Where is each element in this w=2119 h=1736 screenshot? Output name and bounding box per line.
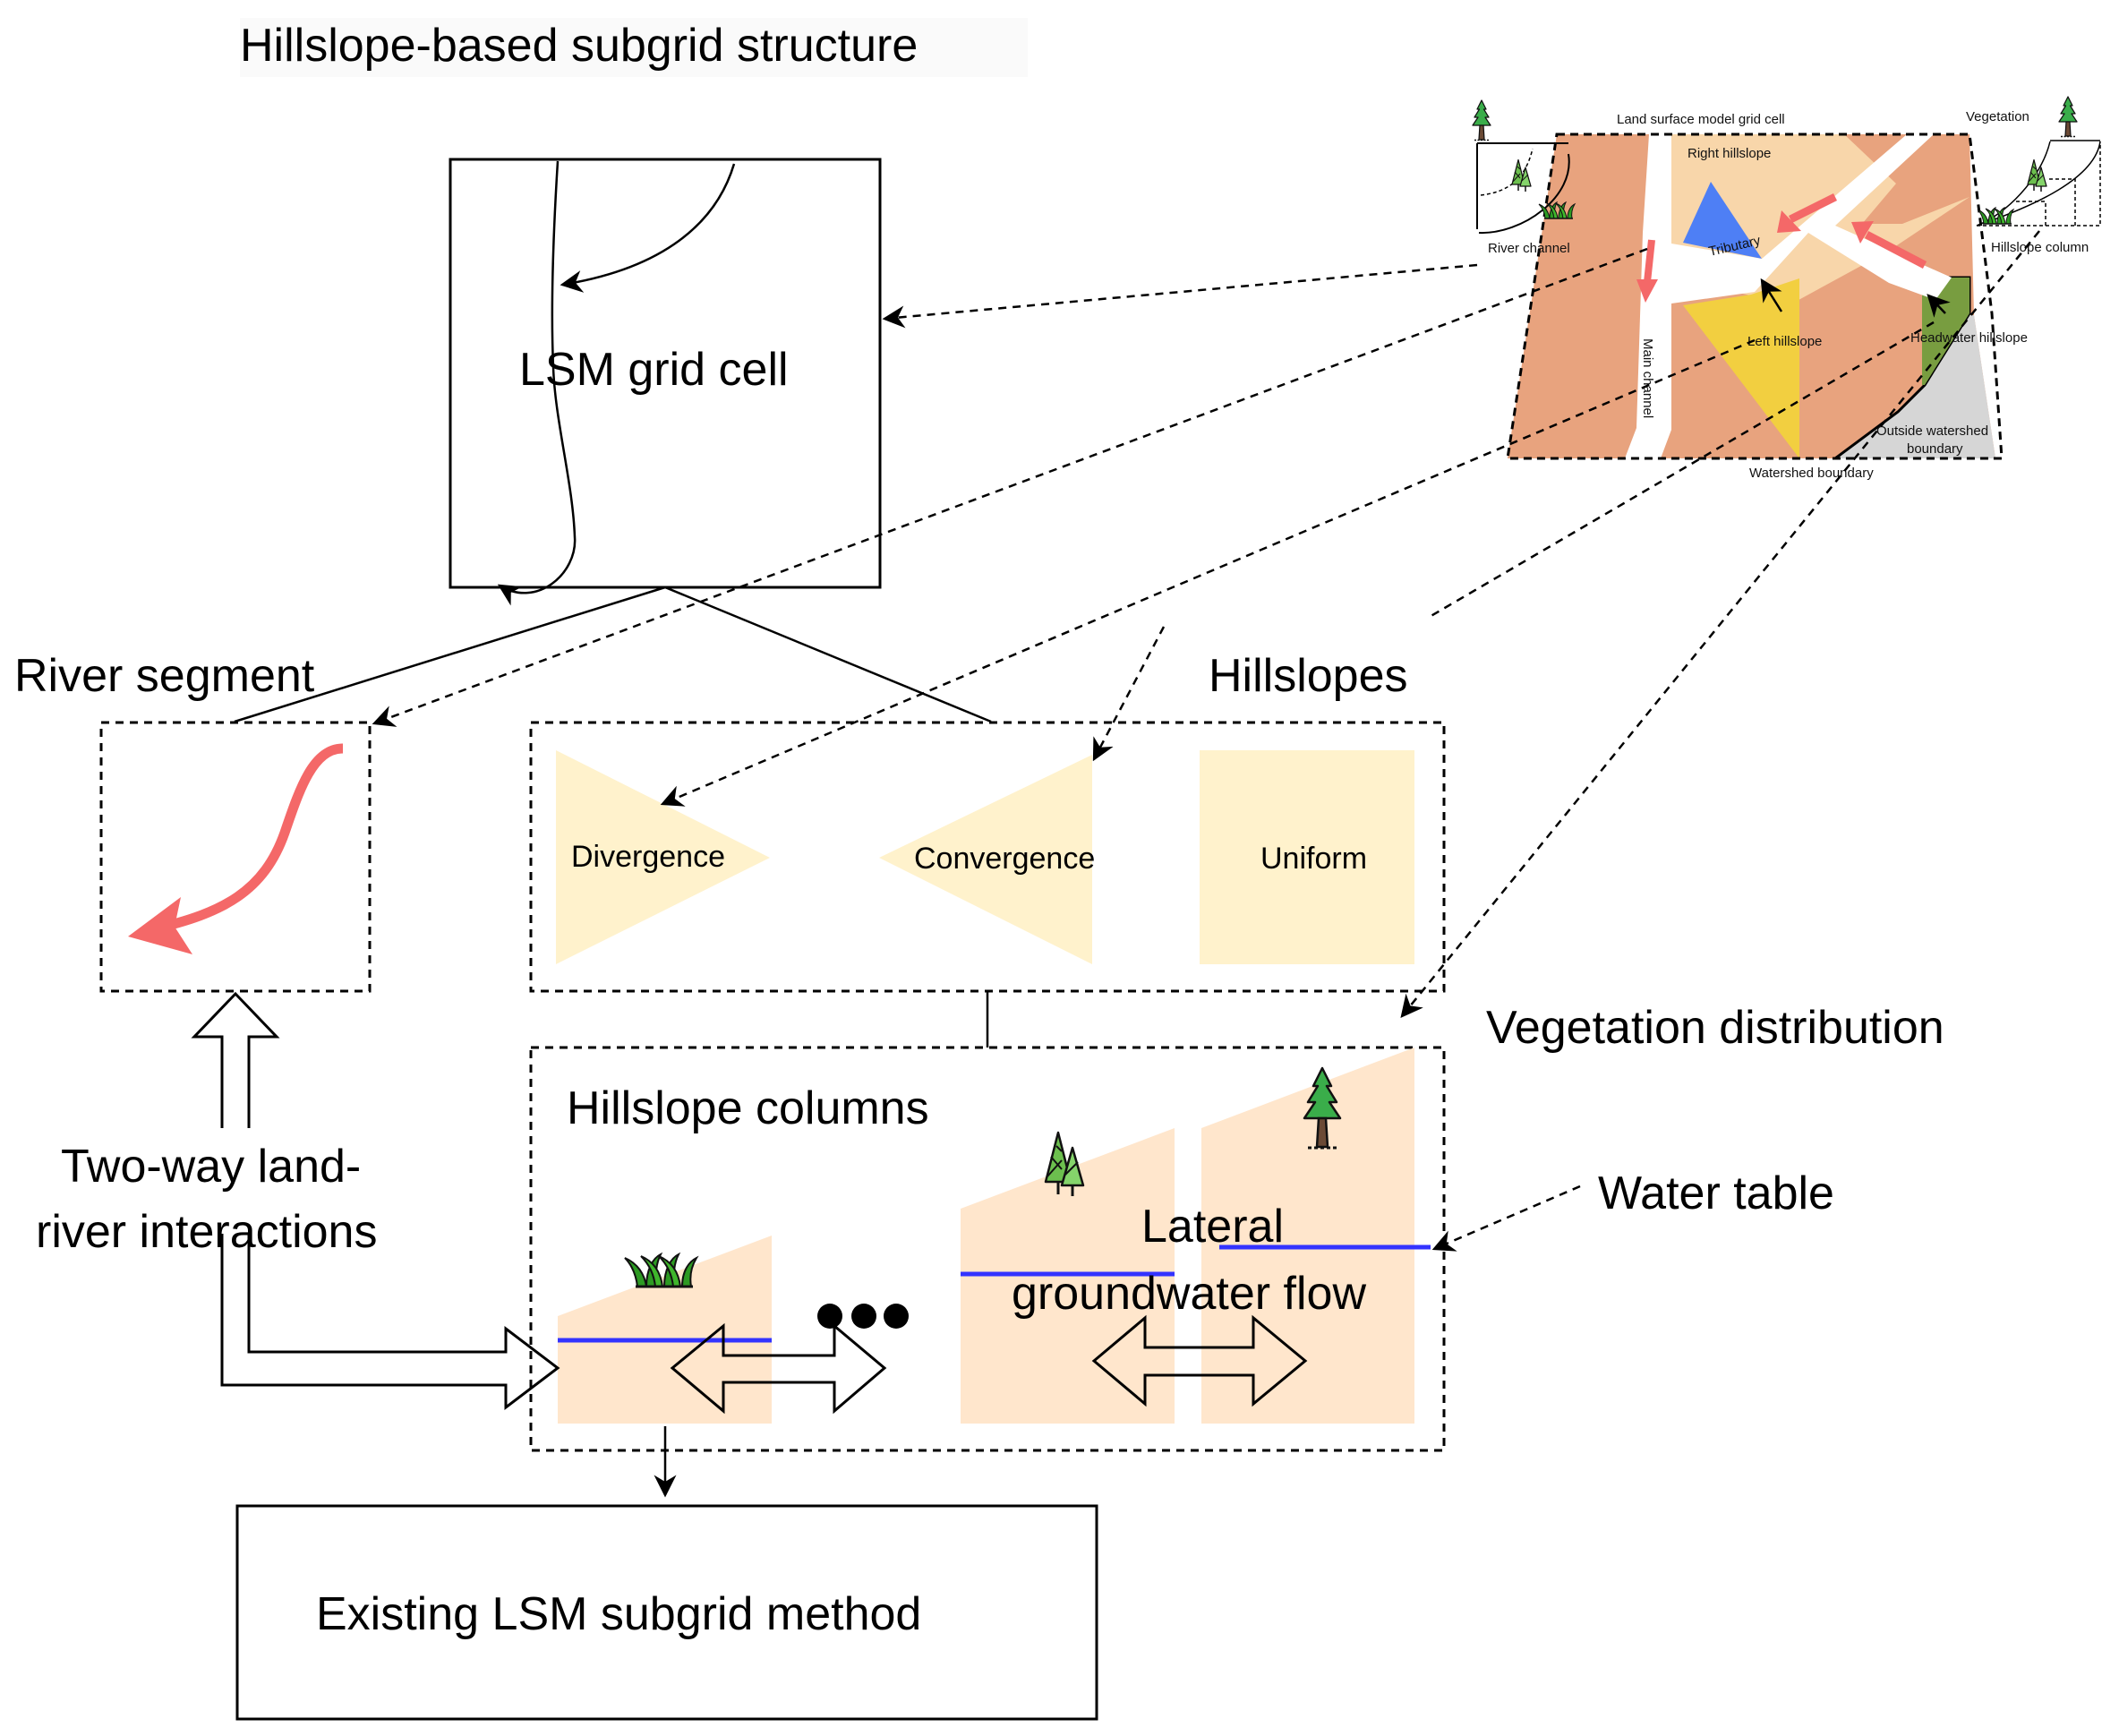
inset-left-hillslope-label: Left hillslope bbox=[1747, 334, 1822, 349]
lateral-flow-label-line2: groundwater flow bbox=[1012, 1268, 1366, 1320]
river-to-land-arrow bbox=[220, 1234, 560, 1411]
divergence-label: Divergence bbox=[571, 840, 725, 874]
deciduous-trees-icon bbox=[2027, 158, 2047, 192]
page-title: Hillslope-based subgrid structure bbox=[240, 20, 918, 72]
water-table-label: Water table bbox=[1598, 1167, 1834, 1219]
hillslope-column-mid[interactable] bbox=[961, 1128, 1175, 1424]
hillslopes-box[interactable]: Divergence Convergence Uniform bbox=[529, 721, 1446, 993]
lateral-flow-double-arrow bbox=[670, 1322, 887, 1415]
ellipsis-dots-icon bbox=[817, 1304, 909, 1329]
inset-outside-label-line1: Outside watershed bbox=[1876, 423, 1988, 439]
pointer-to-convergence bbox=[1092, 626, 1166, 762]
hillslope-columns-label: Hillslope columns bbox=[567, 1082, 929, 1134]
main-river-line bbox=[497, 160, 577, 606]
inset-grid-cell-label: Land surface model grid cell bbox=[1617, 112, 1785, 127]
inset-vegetation-label: Vegetation bbox=[1966, 109, 2029, 124]
lateral-flow-double-arrow bbox=[1091, 1314, 1308, 1407]
pointer-to-lsm-cell bbox=[882, 263, 1478, 329]
pine-tree-icon bbox=[1472, 99, 1491, 141]
existing-method-label: Existing LSM subgrid method bbox=[316, 1588, 921, 1640]
lateral-flow-label-line1: Lateral bbox=[1141, 1201, 1284, 1253]
grass-icon bbox=[623, 1253, 698, 1288]
pointer-to-river-segment bbox=[372, 247, 1648, 727]
tributary-channel bbox=[1671, 134, 1952, 304]
hillslope-column-low[interactable] bbox=[558, 1236, 772, 1424]
left-hillslope-area bbox=[1683, 278, 1799, 458]
inset-right-hillslope-label: Right hillslope bbox=[1688, 146, 1771, 161]
existing-lsm-subgrid-method-box[interactable]: Existing LSM subgrid method bbox=[235, 1504, 1098, 1721]
river-segment-box[interactable] bbox=[99, 721, 372, 993]
river-flow-path bbox=[150, 743, 344, 935]
inset-watershed-boundary-label: Watershed boundary bbox=[1749, 466, 1874, 481]
inset-headwater-label: Headwater hillslope bbox=[1910, 330, 2028, 346]
tributary-river-line bbox=[560, 163, 736, 293]
river-segment-label: River segment bbox=[14, 650, 315, 702]
connector-line bbox=[234, 586, 666, 723]
deciduous-trees-icon bbox=[1511, 158, 1532, 192]
inset-main-channel-label: Main channel bbox=[1640, 338, 1655, 418]
pointer-to-divergence bbox=[660, 338, 1756, 807]
lsm-grid-cell-label: LSM grid cell bbox=[519, 344, 789, 396]
right-hillslope-area bbox=[1683, 182, 1762, 259]
hillslopes-label: Hillslopes bbox=[1209, 650, 1408, 702]
vegetation-distribution-label: Vegetation distribution bbox=[1486, 1002, 1944, 1054]
lsm-grid-cell[interactable]: LSM grid cell bbox=[449, 158, 882, 606]
inset-hillslope-column-label: Hillslope column bbox=[1991, 240, 2089, 255]
river-flow-arrowhead bbox=[128, 897, 192, 954]
land-river-label-line2: river interactions bbox=[36, 1206, 377, 1258]
connector-line bbox=[664, 586, 992, 723]
flow-arrow bbox=[1644, 239, 1655, 283]
uniform-label: Uniform bbox=[1260, 842, 1367, 876]
convergence-label: Convergence bbox=[914, 842, 1095, 876]
land-river-label-line1: Two-way land- bbox=[61, 1141, 361, 1193]
pointer-to-hillslope-columns bbox=[1400, 230, 2040, 1018]
water-table-pointer bbox=[1431, 1184, 1581, 1252]
pointer-from-headwater bbox=[1427, 321, 1935, 620]
pine-tree-icon bbox=[2058, 96, 2078, 138]
inset-river-channel-label: River channel bbox=[1488, 241, 1570, 256]
watershed-inset: Land surface model grid cell Vegetation … bbox=[1472, 96, 2101, 481]
hillslope-divergence[interactable]: Divergence bbox=[556, 750, 770, 964]
hillslope-column-mini-diagram: Hillslope column bbox=[1976, 96, 2101, 255]
title-background bbox=[240, 18, 1028, 77]
hillslope-convergence[interactable]: Convergence bbox=[879, 755, 1095, 964]
hillslope-uniform[interactable]: Uniform bbox=[1200, 750, 1414, 964]
inset-outside-label-line2: boundary bbox=[1907, 441, 1963, 457]
land-to-river-arrow bbox=[191, 991, 280, 1128]
outside-watershed-area bbox=[1835, 313, 1995, 458]
hillslope-columns-box[interactable]: Hillslope columns Lateral groundwater fl… bbox=[529, 1046, 1446, 1452]
river-channel-mini-diagram: River channel bbox=[1472, 99, 1576, 256]
